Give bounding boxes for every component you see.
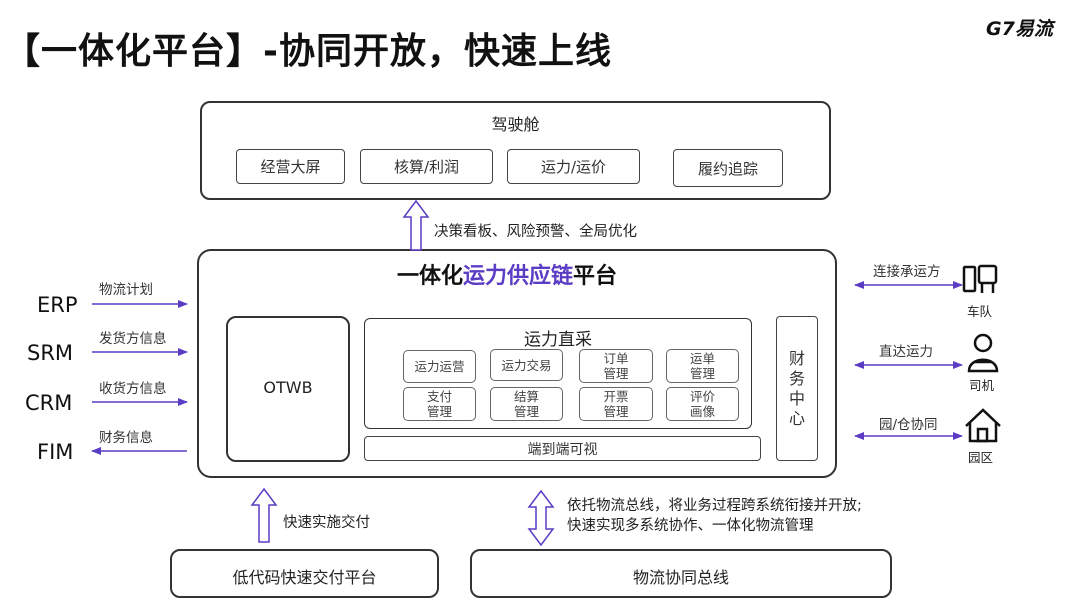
cockpit-title: 驾驶舱 xyxy=(491,115,540,134)
g7-logo: G7易流 xyxy=(986,18,1053,40)
fleet-link-label: 连接承运方 xyxy=(873,264,941,280)
platform-title: 一体化运力供应链平台 xyxy=(397,258,617,290)
lowcode-up-arrow xyxy=(250,487,278,543)
module-capacity-ops[interactable]: 运力运营 xyxy=(403,350,476,383)
module-order-mgmt[interactable]: 订单 管理 xyxy=(579,349,653,383)
driver-icon xyxy=(967,333,999,373)
fim-flow-label: 财务信息 xyxy=(99,430,153,446)
capacity-direct-title: 运力直采 xyxy=(524,330,592,350)
crm-flow-label: 收货方信息 xyxy=(99,381,167,397)
logistics-bus-label: 物流协同总线 xyxy=(632,568,729,587)
cockpit-arrow-label: 决策看板、风险预警、全局优化 xyxy=(434,224,637,240)
module-waybill-mgmt[interactable]: 运单 管理 xyxy=(666,349,739,383)
lowcode-platform-label: 低代码快速交付平台 xyxy=(232,568,377,587)
erp-flow-label: 物流计划 xyxy=(99,282,153,298)
module-rating-profile[interactable]: 评价 画像 xyxy=(666,387,739,421)
system-srm: SRM xyxy=(27,341,74,365)
cockpit-item-profit[interactable]: 核算/利润 xyxy=(360,149,493,184)
module-settlement-mgmt[interactable]: 结算 管理 xyxy=(490,387,563,421)
cockpit-item-dashboard[interactable]: 经营大屏 xyxy=(236,149,345,184)
cockpit-up-arrow xyxy=(402,199,430,251)
otwb-box[interactable]: OTWB xyxy=(226,316,350,462)
finance-center[interactable]: 财 务 中 心 xyxy=(776,316,818,461)
lowcode-platform-box[interactable]: 低代码快速交付平台 xyxy=(170,549,439,598)
logistics-bus-box[interactable]: 物流协同总线 xyxy=(470,549,892,598)
module-payment-mgmt[interactable]: 支付 管理 xyxy=(403,387,476,421)
fleet-icon-label: 车队 xyxy=(967,304,993,319)
bus-double-arrow xyxy=(527,489,555,547)
system-crm: CRM xyxy=(25,391,73,415)
lowcode-arrow-label: 快速实施交付 xyxy=(283,515,370,531)
park-icon-label: 园区 xyxy=(968,450,994,465)
warehouse-icon xyxy=(965,408,1001,443)
srm-flow-label: 发货方信息 xyxy=(99,331,167,347)
cockpit-item-fulfillment[interactable]: 履约追踪 xyxy=(673,149,783,187)
otwb-label: OTWB xyxy=(263,378,313,397)
driver-icon-label: 司机 xyxy=(969,378,995,393)
system-erp: ERP xyxy=(37,293,78,317)
cockpit-item-capacity-price[interactable]: 运力/运价 xyxy=(507,149,640,184)
bus-arrow-label: 依托物流总线，将业务过程跨系统衔接并开放; 快速实现多系统协作、一体化物流管理 xyxy=(567,498,862,534)
page-title: 【一体化平台】-协同开放，快速上线 xyxy=(4,31,612,72)
end-to-end-visibility[interactable]: 端到端可视 xyxy=(364,436,761,461)
platform-title-pre: 一体化 xyxy=(397,264,464,289)
park-link-label: 园/仓协同 xyxy=(879,417,938,433)
platform-title-post: 平台 xyxy=(573,264,618,289)
truck-fleet-icon xyxy=(962,264,998,293)
module-capacity-trade[interactable]: 运力交易 xyxy=(490,349,563,381)
platform-title-accent: 运力供应链 xyxy=(463,264,574,289)
driver-link-label: 直达运力 xyxy=(879,344,933,360)
system-fim: FIM xyxy=(37,440,74,464)
module-invoice-mgmt[interactable]: 开票 管理 xyxy=(579,387,653,421)
